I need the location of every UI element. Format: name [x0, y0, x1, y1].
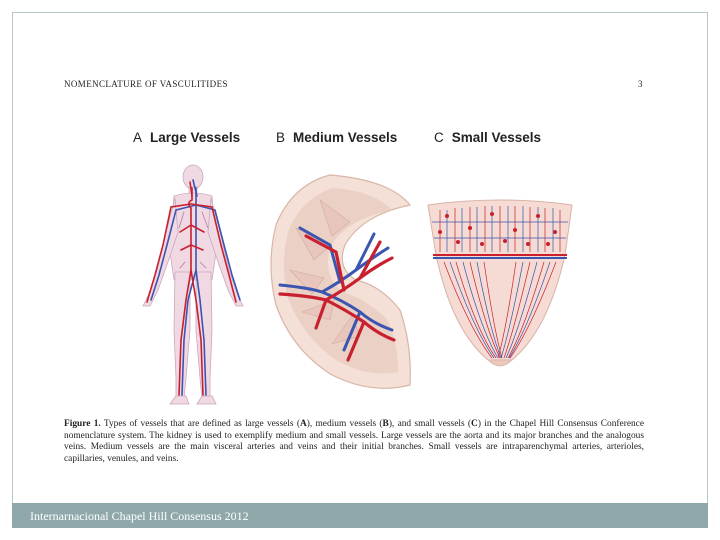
running-head: NOMENCLATURE OF VASCULITIDES: [64, 79, 228, 89]
slide-frame: [12, 12, 708, 528]
body-illustration: [142, 164, 244, 405]
small-vessels-illustration: [427, 199, 573, 367]
footer-bar: Internarnacional Chapel Hill Consensus 2…: [12, 503, 708, 528]
caption-ref-c: C: [471, 419, 478, 429]
caption-label: Figure 1.: [64, 419, 101, 429]
kidney-illustration: [270, 174, 412, 389]
panel-letter-c: C: [434, 130, 444, 145]
panel-title-large-vessels: Large Vessels: [150, 130, 241, 145]
caption-text-4: ) in the Chapel Hill Consensus Conferenc…: [64, 419, 644, 464]
page-number: 3: [638, 79, 643, 89]
caption-ref-a: A: [299, 419, 307, 429]
panel-label-medium-vessels: B Medium Vessels: [276, 130, 397, 145]
figure-caption: Figure 1. Types of vessels that are defi…: [64, 419, 644, 465]
caption-text-2: ), medium vessels (: [306, 419, 383, 429]
panel-letter-a: A: [133, 130, 143, 145]
panel-label-small-vessels: C Small Vessels: [434, 130, 541, 145]
caption-text-3: ), and small vessels (: [388, 419, 472, 429]
panel-letter-b: B: [276, 130, 286, 145]
caption-ref-b: B: [382, 419, 389, 429]
caption-text-1: Types of vessels that are defined as lar…: [103, 419, 300, 429]
panel-title-medium-vessels: Medium Vessels: [293, 130, 398, 145]
panel-title-small-vessels: Small Vessels: [451, 130, 542, 145]
footer-text: Internarnacional Chapel Hill Consensus 2…: [30, 509, 249, 523]
panel-label-large-vessels: A Large Vessels: [133, 130, 240, 145]
